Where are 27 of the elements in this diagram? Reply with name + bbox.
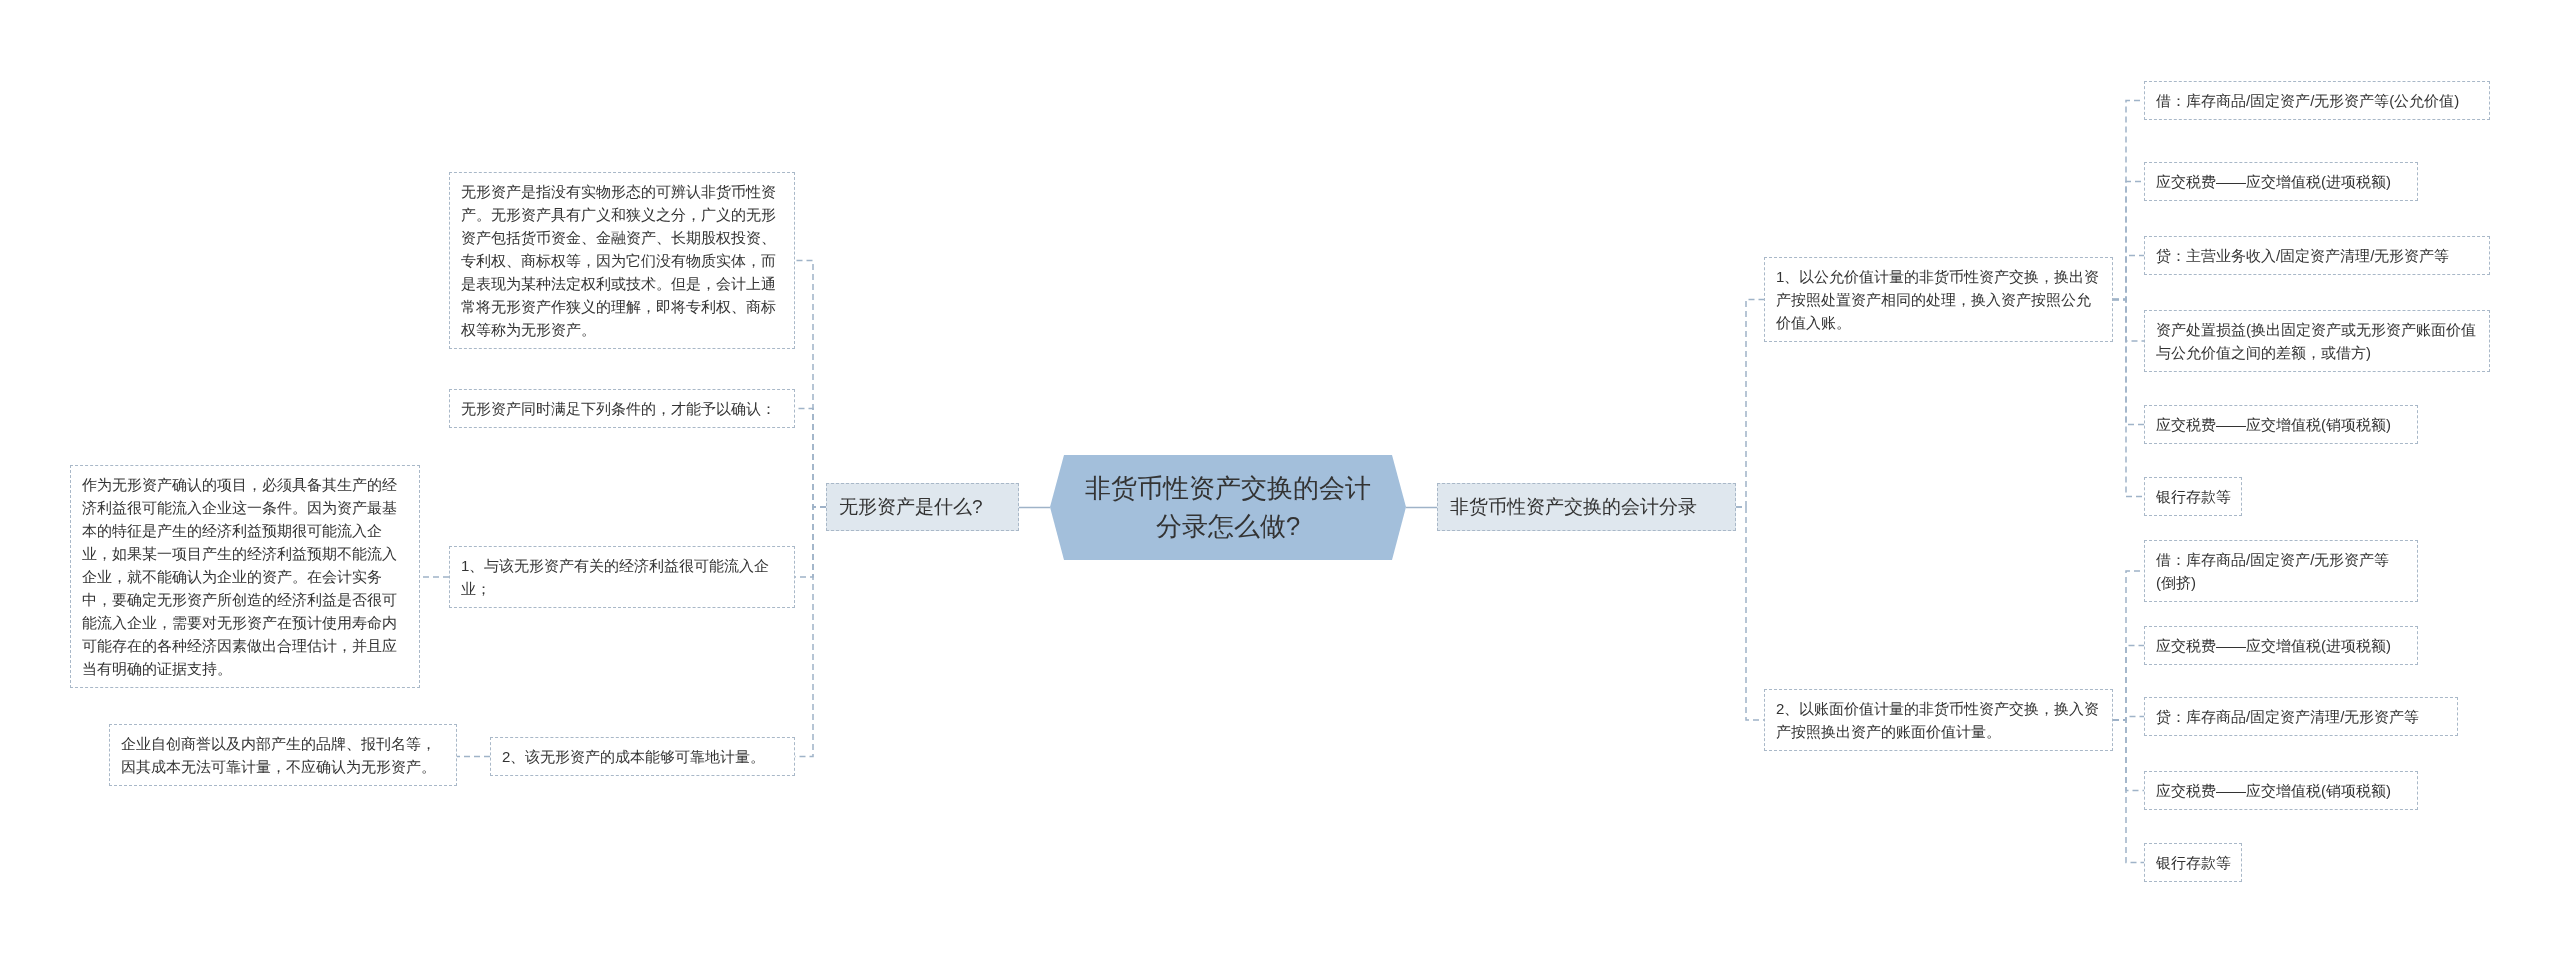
text-box: 2、以账面价值计量的非货币性资产交换，换入资产按照换出资产的账面价值计量。 (1764, 689, 2113, 751)
entry-box: 贷：主营业务收入/固定资产清理/无形资产等 (2144, 235, 2490, 275)
entry-box: 应交税费——应交增值税(销项税额) (2144, 770, 2418, 810)
entry-box: 贷：库存商品/固定资产清理/无形资产等 (2144, 696, 2458, 736)
text-box: 2、该无形资产的成本能够可靠地计量。 (490, 736, 795, 776)
entry-box: 资产处置损益(换出固定资产或无形资产账面价值与公允价值之间的差额，或借方) (2144, 310, 2490, 372)
text-box: 企业自创商誉以及内部产生的品牌、报刊名等，因其成本无法可靠计量，不应确认为无形资产。 (109, 724, 457, 786)
connector (2112, 298, 2145, 498)
entry-box: 借：库存商品/固定资产/无形资产等(公允价值) (2144, 80, 2490, 120)
text-box: 1、以公允价值计量的非货币性资产交换，换出资产按照处置资产相同的处理，换入资产按照公允价值入账。 (1764, 256, 2113, 342)
text-box: 1、与该无形资产有关的经济利益很可能流入企业； (449, 546, 795, 608)
entry-box: 应交税费——应交增值税(进项税额) (2144, 161, 2418, 201)
entry-box: 应交税费——应交增值税(进项税额) (2144, 625, 2418, 665)
topic-box: 无形资产是什么? (826, 483, 1019, 531)
connector (1405, 506, 1438, 509)
entry-box: 银行存款等 (2144, 842, 2242, 882)
text-box: 无形资产同时满足下列条件的，才能予以确认： (449, 388, 795, 428)
entry-box: 应交税费——应交增值税(销项税额) (2144, 404, 2418, 444)
connector (456, 755, 491, 758)
text-box: 无形资产是指没有实物形态的可辨认非货币性资产。无形资产具有广义和狭义之分，广义的无形资产包括货币资金、金融资产、长期股权投资、专利权、商标权等，因为它们没有物质实体，而是表现为某种法定权利或技术。但是，会计上通常将无形资产作狭义的理解，即将专利权、商标权等称为无形资产。 (449, 171, 795, 349)
connector (2112, 719, 2145, 864)
connector (1018, 506, 1051, 509)
topic-box: 非货币性资产交换的会计分录 (1437, 483, 1736, 531)
entry-box: 银行存款等 (2144, 476, 2242, 516)
text-box: 作为无形资产确认的项目，必须具备其生产的经济利益很可能流入企业这一条件。因为资产最基本的特征是产生的经济利益预期很可能流入企业，如果某一项目产生的经济利益预期不能流入企业，就不能确认为企业的资产。在会计实务中，要确定无形资产所创造的经济利益是否很可能流入企业，需要对无形资产在预计使用寿命内可能存在的各种经济因素做出合理估计，并且应当有明确的证据支持。 (70, 464, 420, 688)
entry-box: 借：库存商品/固定资产/无形资产等(倒挤) (2144, 540, 2418, 602)
central-topic: 非货币性资产交换的会计分录怎么做? (1050, 454, 1406, 560)
